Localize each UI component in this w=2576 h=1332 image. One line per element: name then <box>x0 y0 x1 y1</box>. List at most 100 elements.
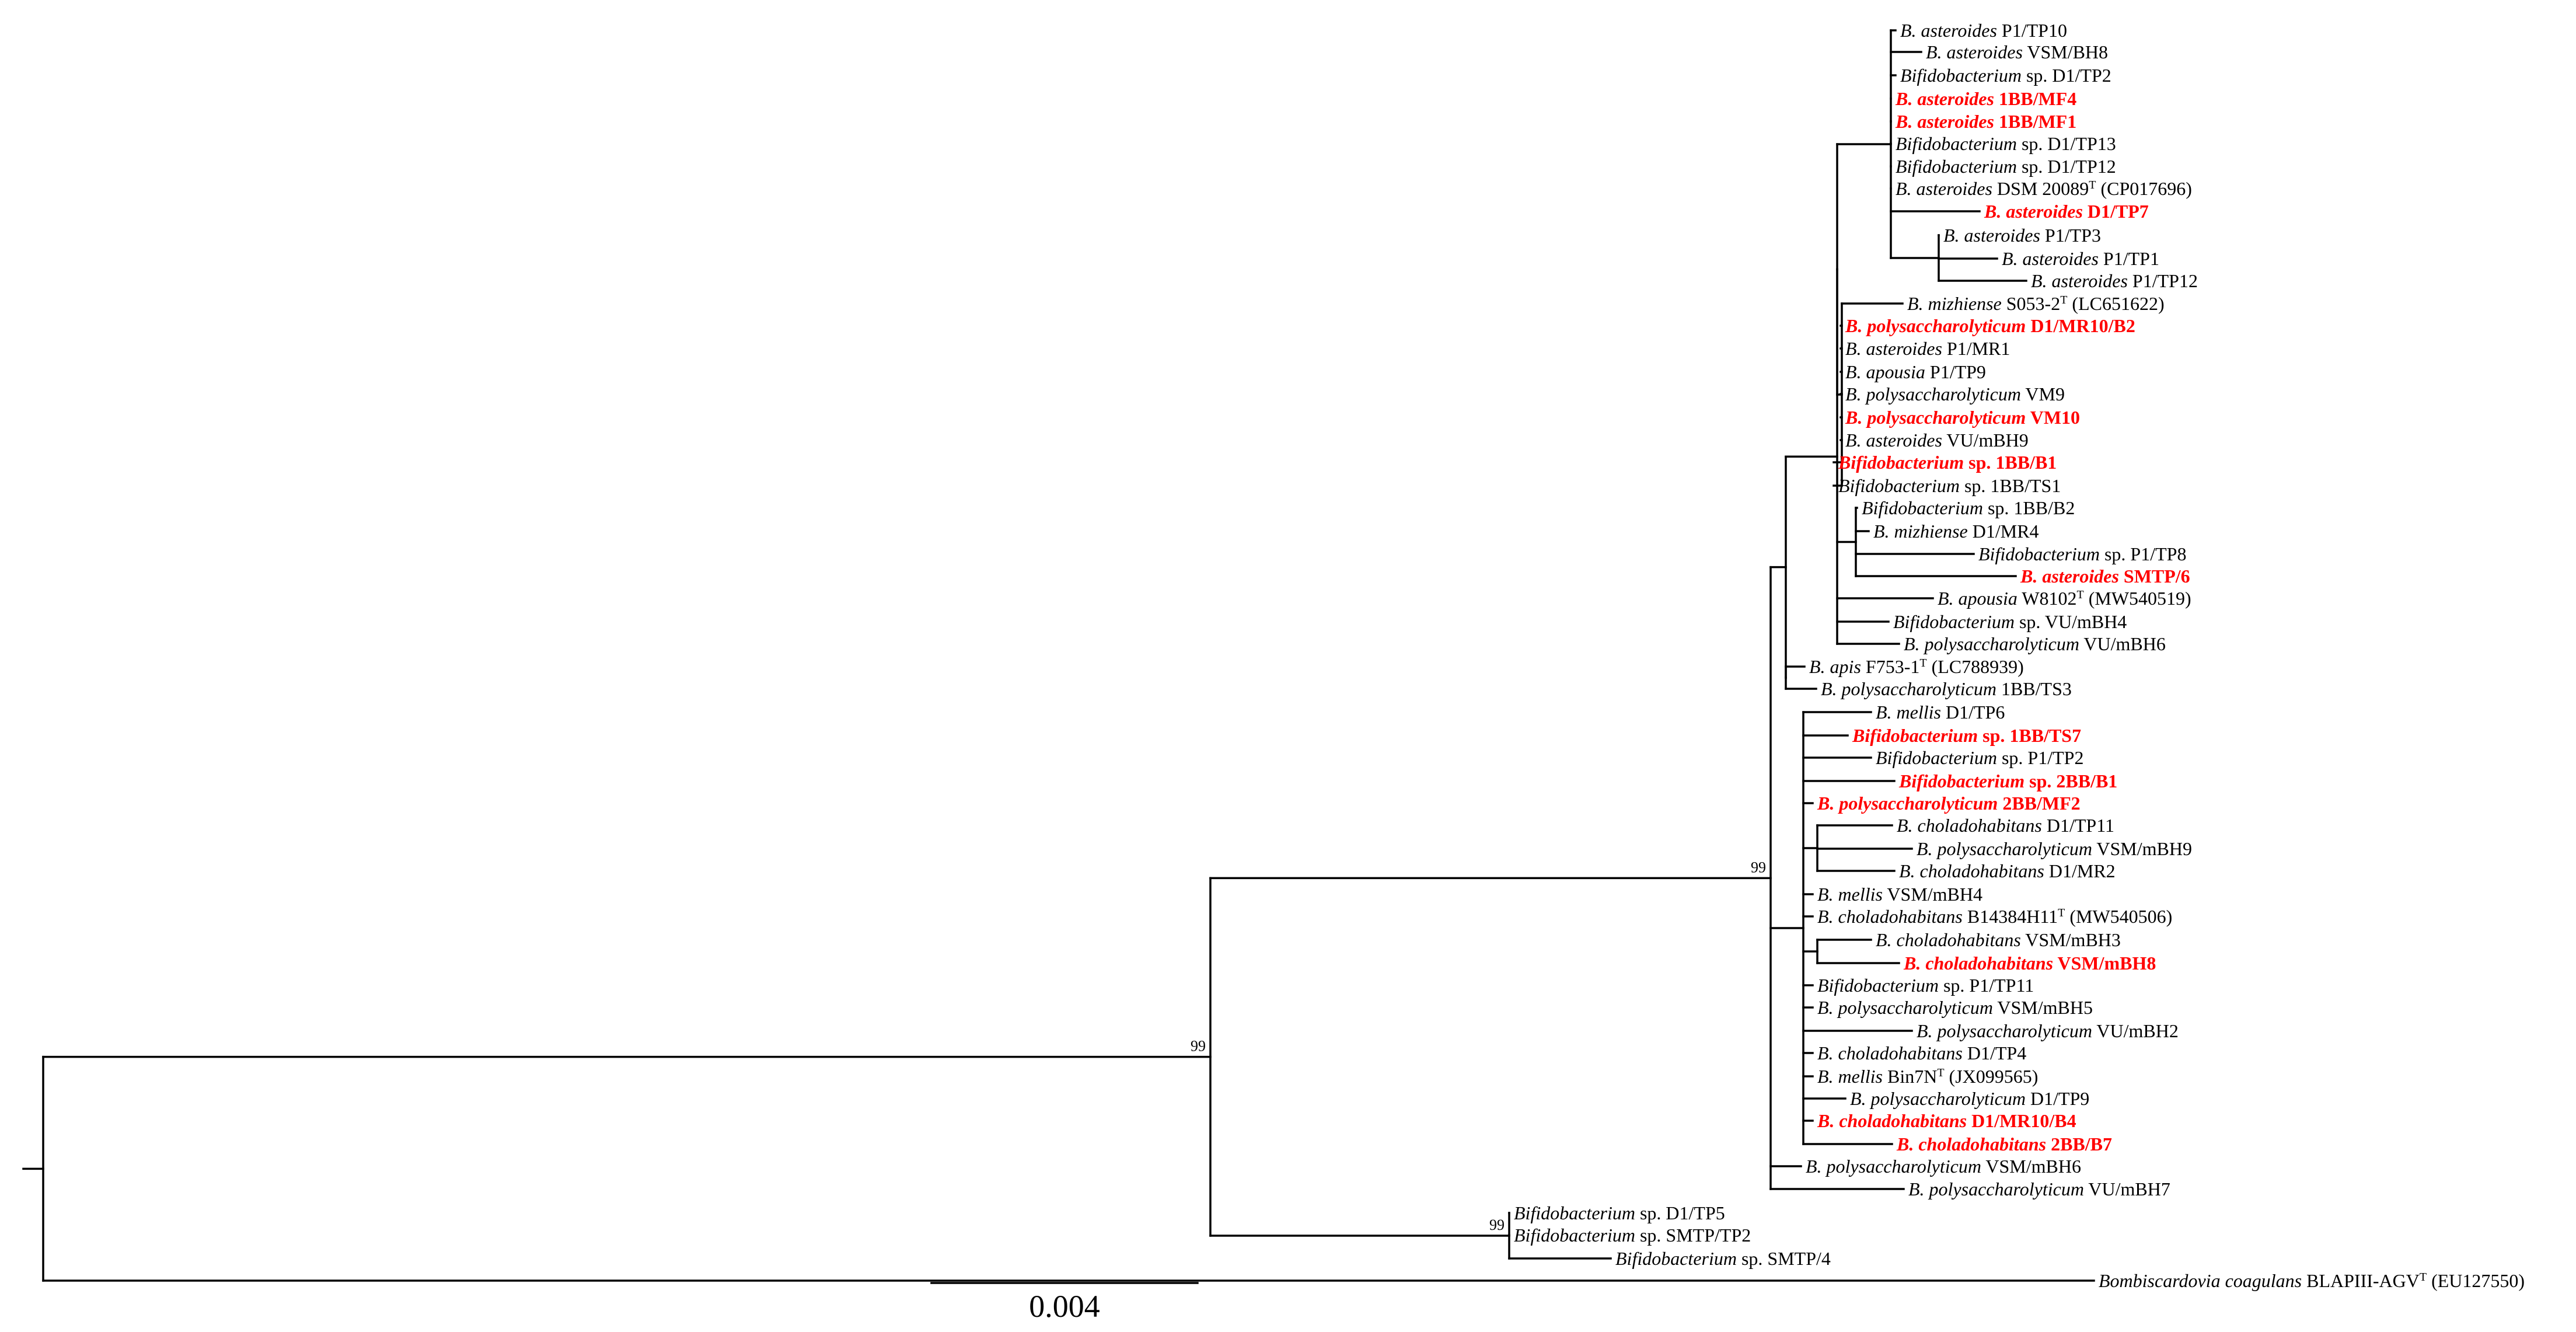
strain-id: D1/TP9 <box>2026 1088 2089 1109</box>
species-name: Bifidobacterium <box>1893 611 2015 632</box>
bootstrap-value: 99 <box>1191 1038 1206 1055</box>
tip-label: B. asteroides 1BB/MF1 <box>1895 111 2076 132</box>
strain-id: D1/TP4 <box>1963 1042 2026 1063</box>
tip-label: Bifidobacterium sp. D1/TP13 <box>1896 133 2116 154</box>
species-name: B. polysaccharolyticum <box>1917 838 2092 859</box>
strain-id: sp. 1BB/B1 <box>1964 452 2057 473</box>
tip-label: B. asteroides P1/TP12 <box>2031 270 2198 291</box>
strain-id: D1/MR10/B2 <box>2026 315 2135 336</box>
strain-id: VU/mBH9 <box>1942 430 2029 451</box>
bootstrap-value: 99 <box>1751 859 1766 876</box>
tip-label: B. mizhiense D1/MR4 <box>1873 521 2039 542</box>
tip-label: B. choladohabitans D1/MR2 <box>1899 860 2116 881</box>
species-name: B. asteroides <box>1984 201 2083 222</box>
strain-id: sp. P1/TP8 <box>2100 543 2186 564</box>
tip-label: Bifidobacterium sp. 2BB/B1 <box>1898 770 2117 791</box>
species-name: B. mellis <box>1817 884 1883 905</box>
strain-id: (LC651622) <box>2067 293 2164 314</box>
tip-label: B. asteroides DSM 20089T (CP017696) <box>1896 178 2192 199</box>
species-name: Bifidobacterium <box>1876 747 1997 768</box>
tip-label: B. asteroides P1/TP3 <box>1943 225 2101 246</box>
species-name: Bifidobacterium <box>1514 1202 1635 1223</box>
tip-label: Bifidobacterium sp. D1/TP12 <box>1896 156 2116 177</box>
strain-id: D1/MR2 <box>2044 860 2116 881</box>
strain-id: VM10 <box>2026 407 2080 428</box>
tip-label: Bifidobacterium sp. 1BB/TS1 <box>1838 475 2061 496</box>
species-name: Bifidobacterium <box>1514 1225 1635 1246</box>
tip-label: B. asteroides SMTP/6 <box>2020 566 2190 587</box>
strain-id: (EU127550) <box>2427 1270 2525 1291</box>
tree-branches <box>22 29 2095 1282</box>
species-name: Bifidobacterium <box>1978 543 2100 564</box>
tip-label: B. polysaccharolyticum D1/MR10/B2 <box>1845 315 2135 336</box>
strain-id: sp. 1BB/B2 <box>1983 497 2075 518</box>
tip-label: B. polysaccharolyticum VSM/mBH6 <box>1806 1156 2081 1177</box>
strain-id: Bin7N <box>1883 1066 1937 1087</box>
tip-label: B. apis F753-1T (LC788939) <box>1809 656 2024 677</box>
strain-id: 1BB/MF4 <box>1994 88 2076 109</box>
strain-id: (MW540506) <box>2065 906 2172 927</box>
tip-label: Bombiscardovia coagulans BLAPIII-AGVT (E… <box>2099 1270 2525 1291</box>
strain-id: P1/TP9 <box>1925 361 1986 382</box>
tip-label: B. polysaccharolyticum VU/mBH2 <box>1917 1020 2179 1041</box>
strain-id: VSM/mBH5 <box>1993 997 2093 1018</box>
species-name: B. polysaccharolyticum <box>1817 997 1993 1018</box>
species-name: B. polysaccharolyticum <box>1821 678 1996 699</box>
strain-id: B14384H11 <box>1963 906 2058 927</box>
strain-id: sp. VU/mBH4 <box>2015 611 2127 632</box>
species-name: B. polysaccharolyticum <box>1845 315 2026 336</box>
species-name: B. polysaccharolyticum <box>1904 633 2079 654</box>
species-name: B. mellis <box>1876 702 1941 723</box>
strain-id: P1/TP12 <box>2128 270 2198 291</box>
tip-label: B. asteroides VSM/BH8 <box>1926 41 2108 62</box>
strain-id: P1/TP10 <box>1997 20 2067 41</box>
tip-label: B. choladohabitans B14384H11T (MW540506) <box>1817 906 2172 927</box>
tip-label: B. polysaccharolyticum D1/TP9 <box>1850 1088 2089 1109</box>
strain-id: P1/TP3 <box>2040 225 2101 246</box>
species-name: Bifidobacterium <box>1838 452 1964 473</box>
species-name: B. asteroides <box>1895 111 1994 132</box>
strain-id: sp. P1/TP2 <box>1997 747 2083 768</box>
strain-id: 2BB/B7 <box>2046 1134 2112 1155</box>
strain-id: sp. D1/TP12 <box>2017 156 2116 177</box>
strain-id: D1/MR10/B4 <box>1967 1110 2076 1131</box>
strain-id: D1/TP11 <box>2042 815 2114 836</box>
strain-id: VU/mBH7 <box>2084 1178 2170 1200</box>
tip-label: B. asteroides P1/TP10 <box>1900 20 2067 41</box>
strain-id: VSM/mBH4 <box>1883 884 1982 905</box>
strain-id: D1/MR4 <box>1968 521 2039 542</box>
species-name: Bombiscardovia coagulans <box>2099 1270 2302 1291</box>
strain-id: P1/MR1 <box>1942 338 2010 359</box>
strain-id: BLAPIII-AGV <box>2302 1270 2420 1291</box>
tip-label: B. asteroides VU/mBH9 <box>1845 430 2029 451</box>
tip-label: B. choladohabitans VSM/mBH8 <box>1903 953 2156 974</box>
strain-id: sp. SMTP/TP2 <box>1635 1225 1751 1246</box>
species-name: Bifidobacterium <box>1615 1248 1737 1269</box>
strain-id: (CP017696) <box>2096 178 2191 199</box>
species-name: B. asteroides <box>2031 270 2128 291</box>
tip-label: Bifidobacterium sp. P1/TP2 <box>1876 747 2083 768</box>
strain-id: DSM 20089 <box>1992 178 2089 199</box>
species-name: Bifidobacterium <box>1896 133 2017 154</box>
tip-label: B. polysaccharolyticum VU/mBH6 <box>1904 633 2166 654</box>
tip-label: B. choladohabitans D1/TP4 <box>1817 1042 2026 1063</box>
tip-label: B. choladohabitans D1/TP11 <box>1897 815 2114 836</box>
tip-label: Bifidobacterium sp. SMTP/TP2 <box>1514 1225 1751 1246</box>
scale-bar: 0.004 <box>930 1282 1199 1324</box>
type-strain-superscript: T <box>2420 1271 2427 1284</box>
species-name: B. apousia <box>1845 361 1925 382</box>
species-name: B. choladohabitans <box>1876 929 2021 950</box>
scale-bar-label: 0.004 <box>1029 1289 1100 1324</box>
strain-id: sp. 2BB/B1 <box>2025 770 2117 791</box>
species-name: Bifidobacterium <box>1900 65 2022 86</box>
strain-id: (MW540519) <box>2084 588 2191 609</box>
tip-label: Bifidobacterium sp. D1/TP2 <box>1900 65 2111 86</box>
strain-id: P1/TP1 <box>2099 248 2159 269</box>
tip-label: B. polysaccharolyticum VU/mBH7 <box>1908 1178 2170 1200</box>
species-name: B. polysaccharolyticum <box>1908 1178 2084 1200</box>
strain-id: VSM/mBH6 <box>1981 1156 2081 1177</box>
strain-id: sp. SMTP/4 <box>1737 1248 1831 1269</box>
strain-id: SMTP/6 <box>2119 566 2190 587</box>
tip-label: B. mellis Bin7NT (JX099565) <box>1817 1066 2038 1087</box>
species-name: Bifidobacterium <box>1862 497 1983 518</box>
